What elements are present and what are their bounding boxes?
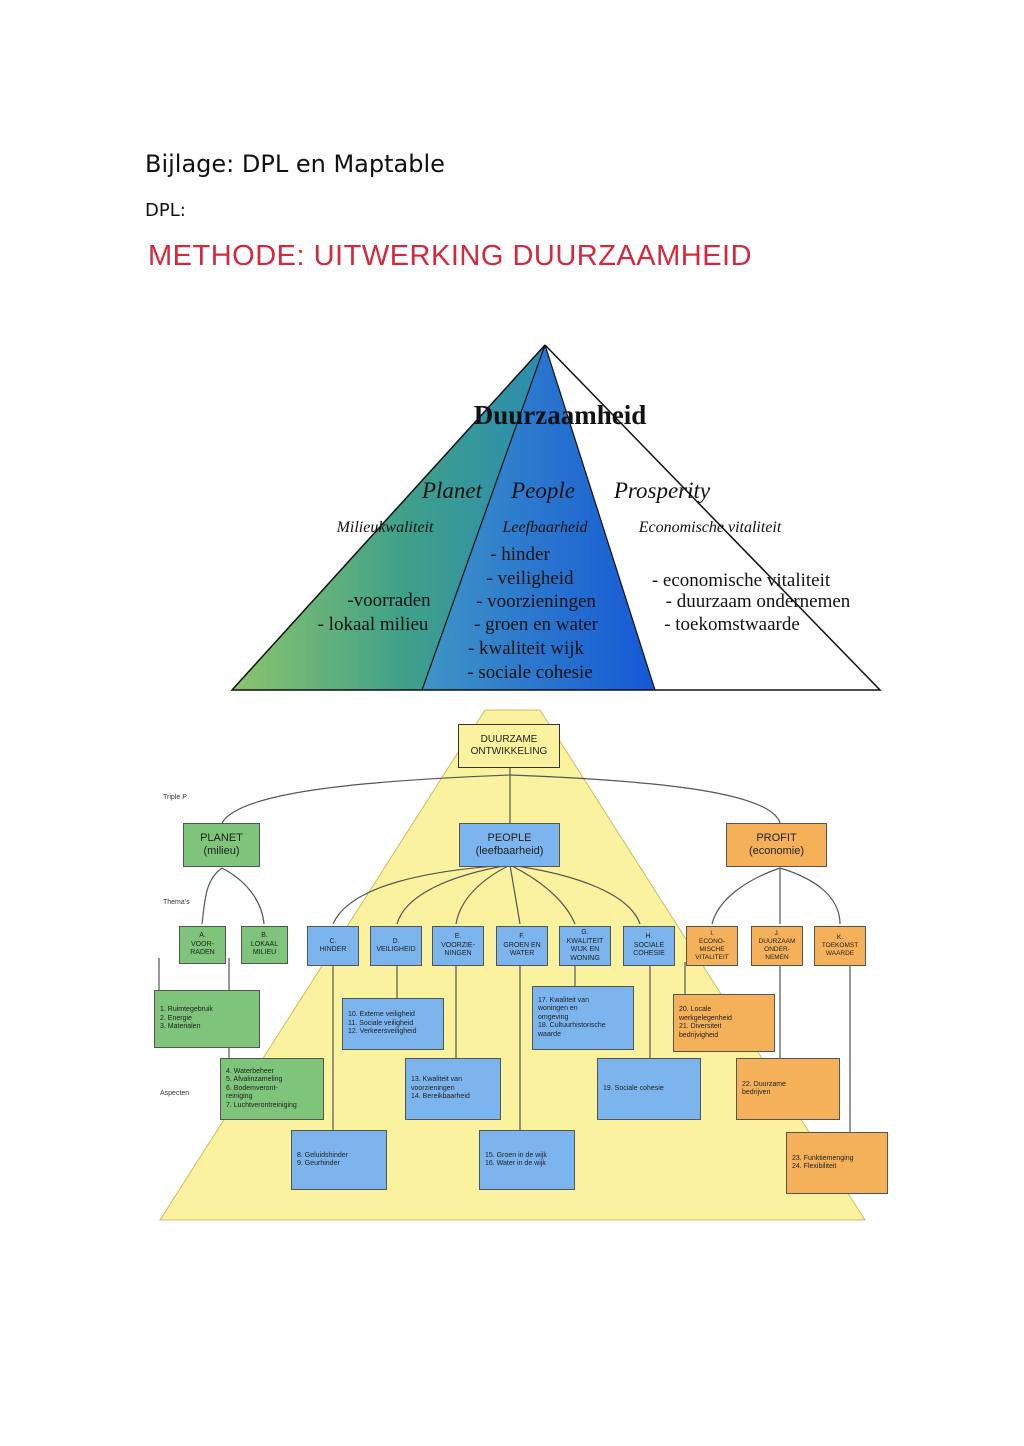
prosperity-label: Prosperity	[613, 478, 711, 503]
economische-vitaliteit-label: Economische vitaliteit	[638, 519, 782, 536]
people-item: - voorzieningen	[476, 591, 596, 612]
people-segment	[422, 345, 655, 690]
planet-label: Planet	[421, 478, 483, 503]
theme-a-box: A.VOOR-RADEN	[179, 926, 226, 964]
people-item: - hinder	[490, 544, 550, 565]
profit-box: PROFIT(economie)	[726, 823, 827, 867]
leefbaarheid-label: Leefbaarheid	[501, 519, 588, 536]
planet-box: PLANET(milieu)	[183, 823, 260, 867]
people-item: - kwaliteit wijk	[468, 638, 585, 659]
people-item: - groen en water	[474, 614, 599, 635]
triple-p-label: Triple P	[163, 794, 187, 801]
theme-e-box: E.VOORZIE-NINGEN	[432, 926, 484, 966]
people-item: - veiligheid	[486, 568, 574, 589]
pyramid-title: Duurzaamheid	[474, 400, 647, 430]
planet-item: - lokaal milieu	[318, 614, 429, 635]
people-label: People	[510, 478, 575, 503]
theme-d-box: D.VEILIGHEID	[370, 926, 422, 966]
themas-label: Thema's	[163, 899, 190, 906]
people-box: PEOPLE(leefbaarheid)	[459, 823, 560, 867]
prosperity-item: - economische vitaliteit	[652, 570, 831, 591]
sustainability-pyramid: Duurzaamheid Planet People Prosperity Mi…	[230, 344, 882, 691]
aspecten-label: Aspecten	[160, 1090, 190, 1097]
people-item: - sociale cohesie	[467, 662, 593, 683]
page-title: Bijlage: DPL en Maptable	[145, 150, 445, 178]
method-title: METHODE: UITWERKING DUURZAAMHEID	[148, 240, 753, 272]
planet-item: -voorraden	[347, 590, 431, 611]
prosperity-item: - duurzaam ondernemen	[666, 591, 851, 612]
section-subtitle: DPL:	[145, 200, 186, 221]
milieu-label: Milieukwaliteit	[336, 519, 434, 536]
theme-c-box: C.HINDER	[307, 926, 359, 966]
aspect-h-box: 19. Sociale cohesie	[597, 1058, 701, 1120]
prosperity-item: - toekomstwaarde	[664, 614, 800, 635]
